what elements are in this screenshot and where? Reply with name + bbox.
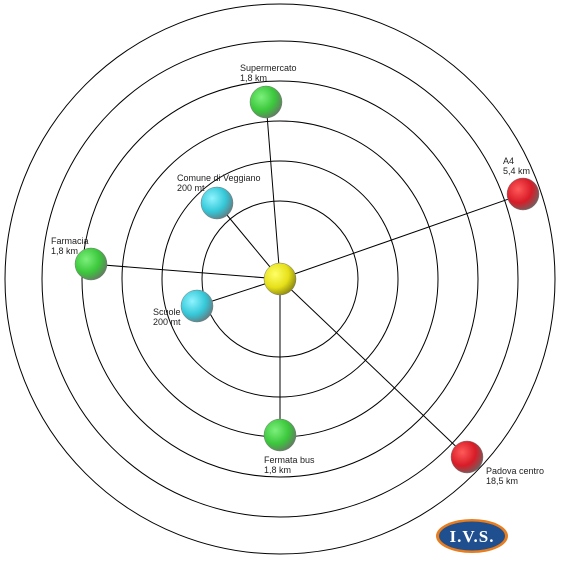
label-comune-name: Comune di Veggiano — [177, 173, 261, 183]
label-scuole-dist: 200 mt — [153, 317, 181, 327]
line-padova — [279, 278, 468, 458]
label-farmacia: Farmacia 1,8 km — [51, 236, 89, 256]
node-padova — [450, 440, 484, 474]
label-fermata-dist: 1,8 km — [264, 465, 291, 475]
label-a4-dist: 5,4 km — [503, 166, 530, 176]
node-fermata — [263, 418, 297, 452]
distance-rings — [4, 3, 556, 555]
label-comune-dist: 200 mt — [177, 183, 205, 193]
label-farmacia-name: Farmacia — [51, 236, 89, 246]
label-supermercato-dist: 1,8 km — [240, 73, 267, 83]
label-a4-name: A4 — [503, 156, 514, 166]
label-farmacia-dist: 1,8 km — [51, 246, 78, 256]
node-a4 — [506, 177, 540, 211]
line-farmacia — [90, 263, 281, 280]
line-comune — [216, 202, 281, 280]
ring-4 — [81, 80, 479, 478]
label-scuole: Scuole 200 mt — [153, 307, 181, 327]
label-fermata: Fermata bus 1,8 km — [264, 455, 315, 475]
node-comune — [200, 186, 234, 220]
node-supermercato — [249, 85, 283, 119]
logo-text: I.V.S. — [450, 527, 495, 546]
center-node — [263, 262, 297, 296]
label-supermercato-name: Supermercato — [240, 63, 297, 73]
node-farmacia — [74, 247, 108, 281]
ivs-logo: I.V.S. — [436, 519, 508, 553]
ring-5 — [41, 40, 519, 518]
label-padova-name: Padova centro — [486, 466, 544, 476]
label-comune: Comune di Veggiano 200 mt — [177, 173, 261, 193]
connection-lines — [90, 101, 524, 458]
label-a4: A4 5,4 km — [503, 156, 530, 176]
label-fermata-name: Fermata bus — [264, 455, 315, 465]
label-supermercato: Supermercato 1,8 km — [240, 63, 297, 83]
label-scuole-name: Scuole — [153, 307, 181, 317]
line-a4 — [279, 193, 524, 280]
label-padova-dist: 18,5 km — [486, 476, 518, 486]
line-supermercato — [265, 101, 281, 280]
node-scuole — [180, 289, 214, 323]
ring-6 — [4, 3, 556, 555]
label-padova: Padova centro 18,5 km — [486, 466, 544, 486]
